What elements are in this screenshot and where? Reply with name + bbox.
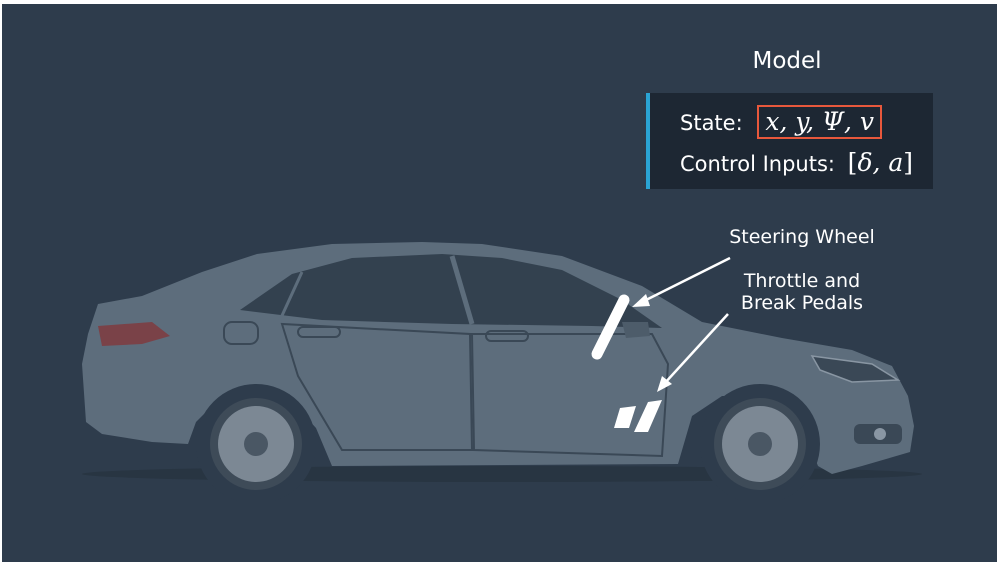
model-title: Model — [752, 48, 822, 74]
pedals-shape — [614, 400, 662, 432]
side-mirror — [622, 322, 650, 338]
model-panel: State: x, y, Ψ, v Control Inputs: [δ, a] — [646, 93, 933, 189]
rear-door-handle — [297, 326, 341, 338]
pedals-label: Throttle and Break Pedals — [722, 270, 882, 314]
state-variables: x, y, Ψ, v — [757, 105, 882, 139]
fuel-cap — [223, 321, 259, 345]
steering-arrow — [632, 256, 731, 307]
control-inputs-label: Control Inputs: — [680, 152, 835, 176]
front-wheel — [700, 384, 820, 504]
car-illustration — [82, 242, 922, 504]
rear-door-outline — [280, 322, 474, 451]
slide: Model State: x, y, Ψ, v Control Inputs: … — [2, 4, 997, 562]
steering-wheel-label: Steering Wheel — [729, 226, 875, 248]
pedals-arrow — [657, 313, 729, 392]
control-inputs-row: Control Inputs: [δ, a] — [680, 148, 913, 177]
pedals-label-line2: Break Pedals — [740, 292, 864, 314]
steering-wheel-shape — [591, 294, 630, 360]
front-door-outline — [470, 333, 670, 458]
control-variables: [δ, a] — [847, 148, 914, 177]
state-label: State: — [680, 111, 743, 135]
state-row: State: x, y, Ψ, v — [680, 105, 882, 139]
rear-wheel — [196, 384, 316, 504]
headlight — [810, 355, 901, 383]
tail-light — [98, 322, 170, 346]
pedals-label-line1: Throttle and — [743, 270, 861, 292]
car-windows — [240, 254, 662, 328]
front-door-handle — [485, 330, 529, 342]
